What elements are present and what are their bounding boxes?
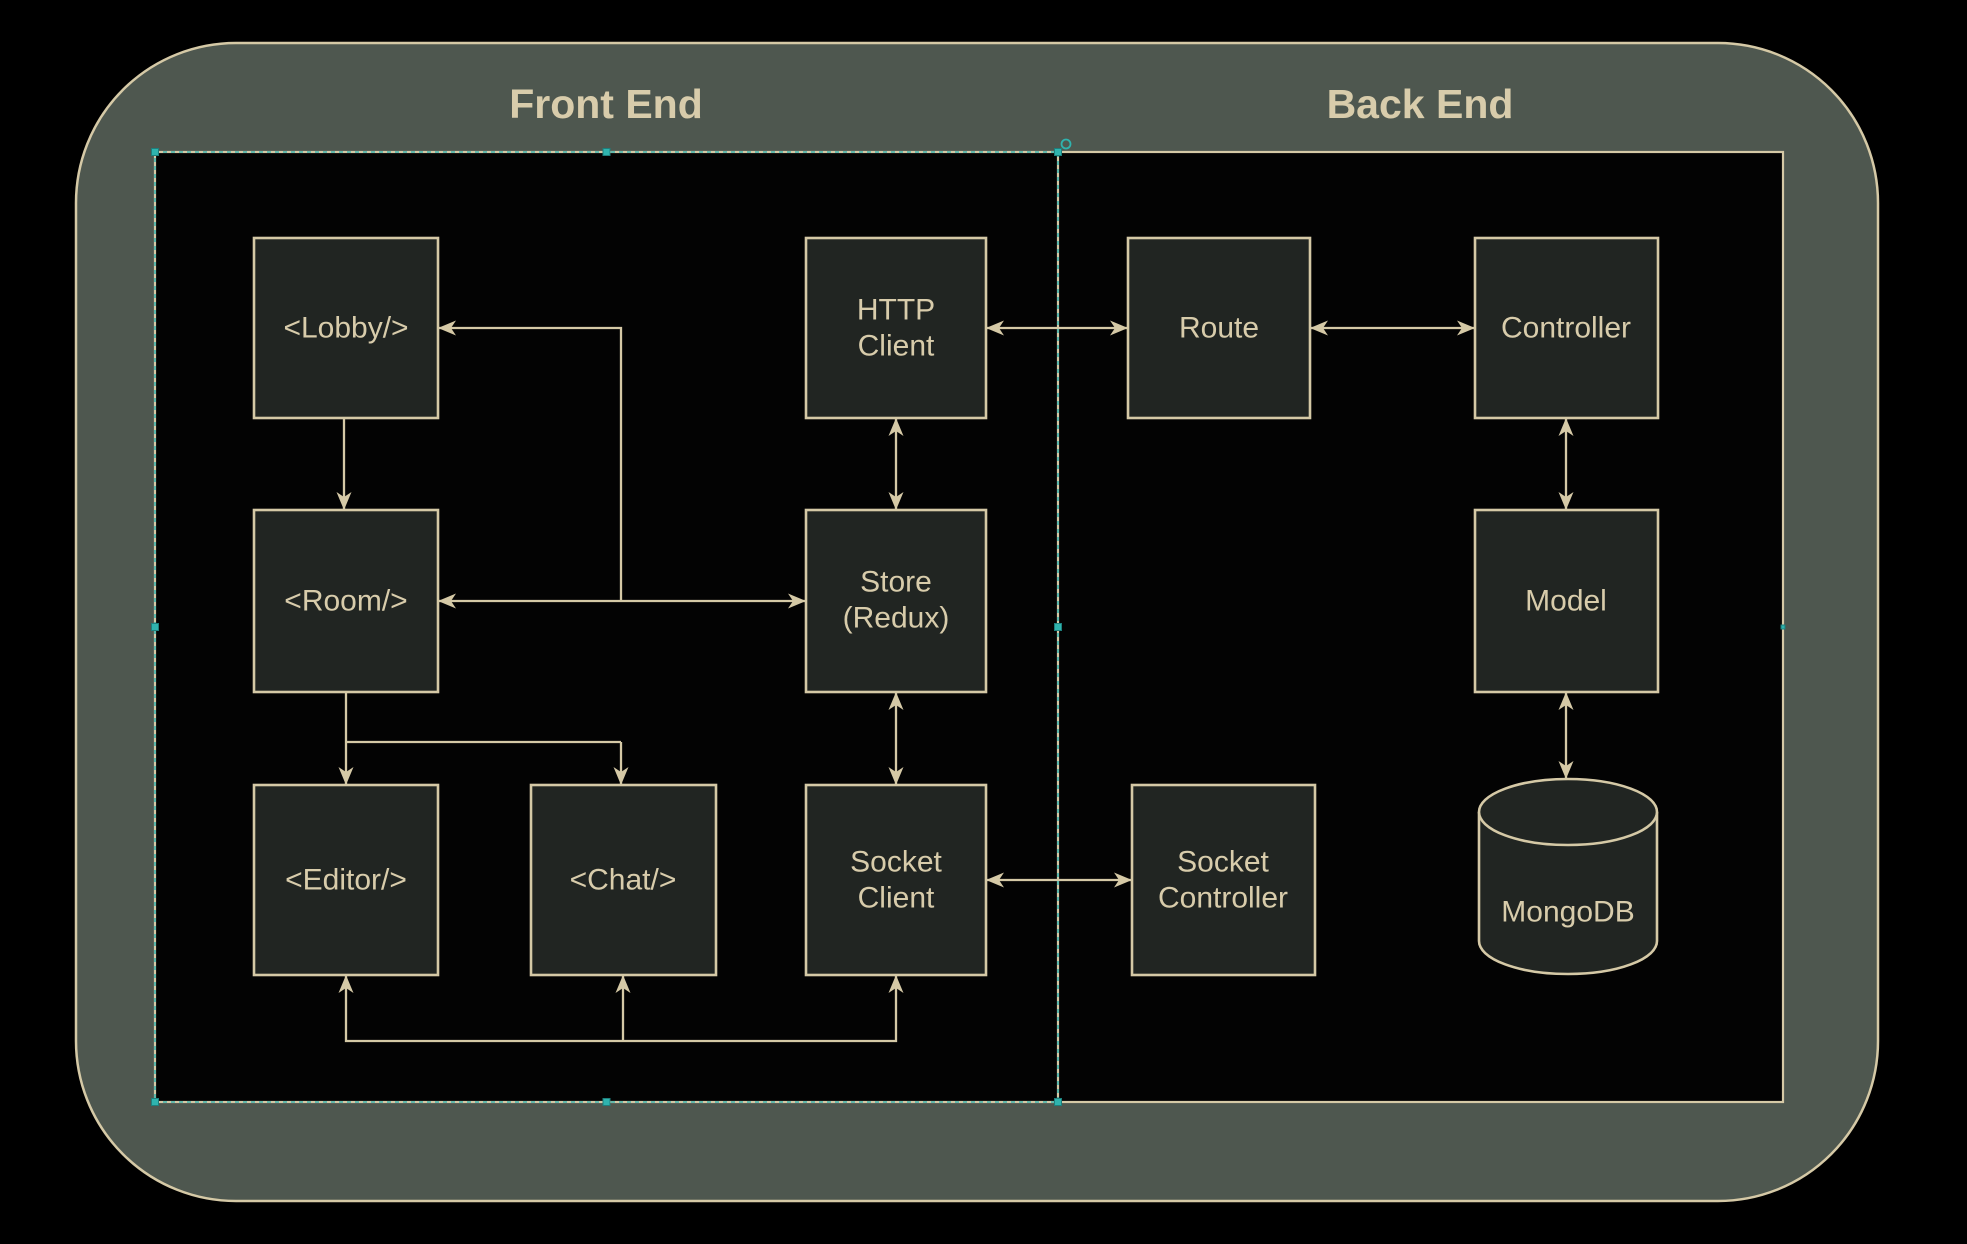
selection-handle-bottom-left[interactable] [151, 1098, 159, 1106]
node-route[interactable]: Route [1126, 236, 1312, 420]
node-chat-label: <Chat/> [570, 864, 677, 897]
node-socket-controller-label-line1: Socket [1177, 846, 1269, 879]
node-chat-box[interactable] [529, 783, 718, 977]
node-store-label-line1: Store [860, 566, 932, 599]
node-socket-client-label-line2: Client [858, 882, 935, 915]
node-http-client[interactable]: HTTP Client [804, 236, 988, 420]
node-mongodb[interactable]: MongoDB [1477, 777, 1659, 976]
edge-socket-feedback-to-editor-and-socketclient[interactable] [338, 975, 904, 1043]
connection-point-back-right[interactable] [1780, 624, 1786, 630]
node-socket-controller-box[interactable] [1130, 783, 1317, 977]
selection-handle-middle-right[interactable] [1054, 623, 1062, 631]
node-socket-client[interactable]: Socket Client [804, 783, 988, 977]
node-model[interactable]: Model [1473, 508, 1660, 694]
node-lobby-label: <Lobby/> [283, 312, 408, 345]
rotation-handle-icon[interactable] [1060, 138, 1072, 150]
node-socket-controller-label-line2: Controller [1158, 882, 1288, 915]
node-room-box[interactable] [252, 508, 440, 694]
selection-handle-top-center[interactable] [602, 148, 611, 156]
node-editor-label: <Editor/> [285, 864, 407, 897]
node-store[interactable]: Store (Redux) [804, 508, 988, 694]
node-socket-client-box[interactable] [804, 783, 988, 977]
node-room[interactable]: <Room/> [252, 508, 440, 694]
node-editor-box[interactable] [252, 783, 440, 977]
node-route-label: Route [1179, 312, 1259, 345]
edge-store-branch-to-lobby[interactable] [438, 320, 623, 601]
selection-handle-top-left[interactable] [151, 148, 159, 156]
selection-handle-bottom-center[interactable] [602, 1098, 611, 1106]
node-controller[interactable]: Controller [1473, 236, 1660, 420]
selection-handle-bottom-right[interactable] [1054, 1098, 1062, 1106]
node-editor[interactable]: <Editor/> [252, 783, 440, 977]
node-mongodb-cylinder-top[interactable] [1477, 777, 1659, 847]
back-end-title: Back End [1327, 81, 1514, 127]
node-http-client-label-line2: Client [858, 330, 935, 363]
node-chat[interactable]: <Chat/> [529, 783, 718, 977]
node-model-label: Model [1525, 585, 1607, 618]
node-http-client-label-line1: HTTP [857, 294, 935, 327]
selection-handle-top-right[interactable] [1054, 148, 1062, 156]
node-controller-label: Controller [1501, 312, 1631, 345]
node-lobby-box[interactable] [252, 236, 440, 420]
node-mongodb-label: MongoDB [1501, 896, 1634, 929]
node-route-box[interactable] [1126, 236, 1312, 420]
node-mongodb-cylinder-body[interactable] [1477, 812, 1659, 976]
selection-overlay [151, 138, 1786, 1106]
front-end-title: Front End [509, 81, 703, 127]
node-model-box[interactable] [1473, 508, 1660, 694]
node-socket-controller[interactable]: Socket Controller [1130, 783, 1317, 977]
node-room-label: <Room/> [284, 585, 407, 618]
node-store-label-line2: (Redux) [843, 602, 950, 635]
node-lobby[interactable]: <Lobby/> [252, 236, 440, 420]
selection-handle-middle-left[interactable] [151, 623, 159, 631]
node-controller-box[interactable] [1473, 236, 1660, 420]
node-socket-client-label-line1: Socket [850, 846, 942, 879]
node-http-client-box[interactable] [804, 236, 988, 420]
node-store-box[interactable] [804, 508, 988, 694]
